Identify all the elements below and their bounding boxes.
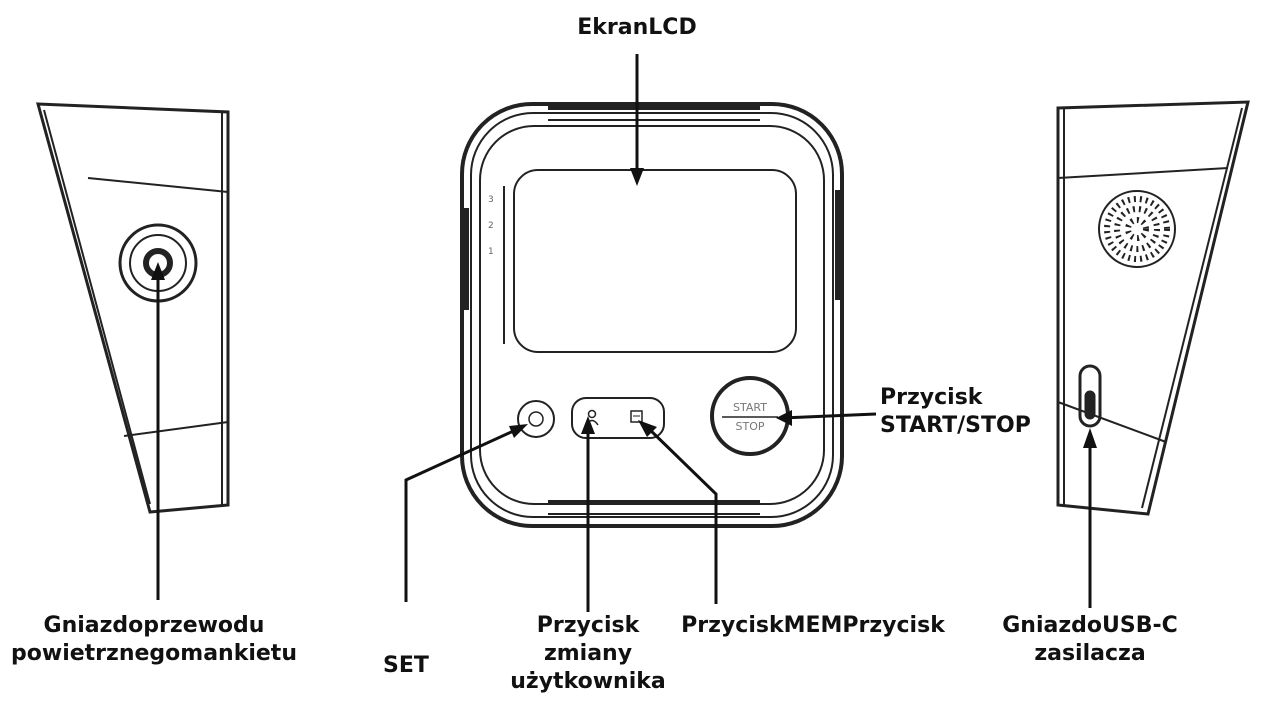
- user-mem-button-group: [571, 397, 665, 439]
- user-icon: [587, 409, 597, 419]
- start-stop-arrowhead: [776, 410, 792, 426]
- cuff-socket-label-line-1: Gniazdoprzewodu: [43, 613, 265, 638]
- usb-label: GniazdoUSB-C zasilacza: [990, 612, 1190, 668]
- mem-leader: [644, 424, 718, 604]
- usb-label-line-1: GniazdoUSB-C: [1002, 613, 1178, 638]
- set-label: SET: [383, 653, 429, 678]
- set-arrowhead: [509, 424, 528, 438]
- user-change-label-line-1: Przycisk: [536, 613, 640, 638]
- mem-button[interactable]: [630, 410, 643, 423]
- user-arrowhead: [581, 416, 595, 434]
- speaker-grille-icon: [1098, 190, 1176, 268]
- cuff-socket-arrowhead: [151, 262, 165, 280]
- front-view: 3 2 1 START STOP: [460, 102, 844, 528]
- user-indicator-1: 1: [488, 247, 494, 257]
- user-change-label-line-3: użytkownika: [510, 669, 666, 694]
- right-side-view: [1056, 100, 1250, 516]
- leader-lines: [156, 54, 1092, 612]
- usb-label-line-2: zasilacza: [1034, 641, 1146, 666]
- usb-arrowhead: [1083, 428, 1097, 448]
- power-icon: [528, 411, 544, 427]
- start-stop-leader: [781, 412, 877, 420]
- start-stop-button[interactable]: START STOP: [710, 376, 790, 456]
- user-change-label: Przycisk zmiany użytkownika: [508, 612, 668, 696]
- user-change-label-line-2: zmiany: [543, 641, 633, 666]
- memory-icon: [630, 410, 643, 423]
- lcd-label: EkranLCD: [577, 15, 697, 40]
- user-indicator-3: 3: [488, 195, 494, 205]
- user-indicator-scale: 3 2 1: [488, 186, 505, 344]
- lcd-screen: [513, 169, 797, 353]
- start-stop-label-line-2: START/STOP: [880, 413, 1031, 438]
- cuff-socket-label-line-2: powietrznegomankietu: [11, 641, 297, 666]
- user-indicator-2: 2: [488, 221, 494, 231]
- start-stop-label-line-1: Przycisk: [880, 385, 983, 410]
- stop-text: STOP: [736, 420, 765, 433]
- usb-c-socket-icon: [1078, 364, 1102, 428]
- set-button[interactable]: [517, 400, 555, 438]
- mem-arrowhead: [638, 420, 657, 437]
- arrowheads: [151, 168, 1097, 448]
- start-stop-label: Przycisk START/STOP: [880, 384, 1031, 440]
- left-side-view: [36, 102, 230, 514]
- mem-label: PrzyciskMEMPrzycisk: [681, 613, 945, 638]
- start-text: START: [733, 401, 767, 414]
- cuff-socket-label: Gniazdoprzewodu powietrznegomankietu: [4, 612, 304, 668]
- lcd-arrowhead: [630, 168, 644, 186]
- set-leader: [404, 426, 521, 602]
